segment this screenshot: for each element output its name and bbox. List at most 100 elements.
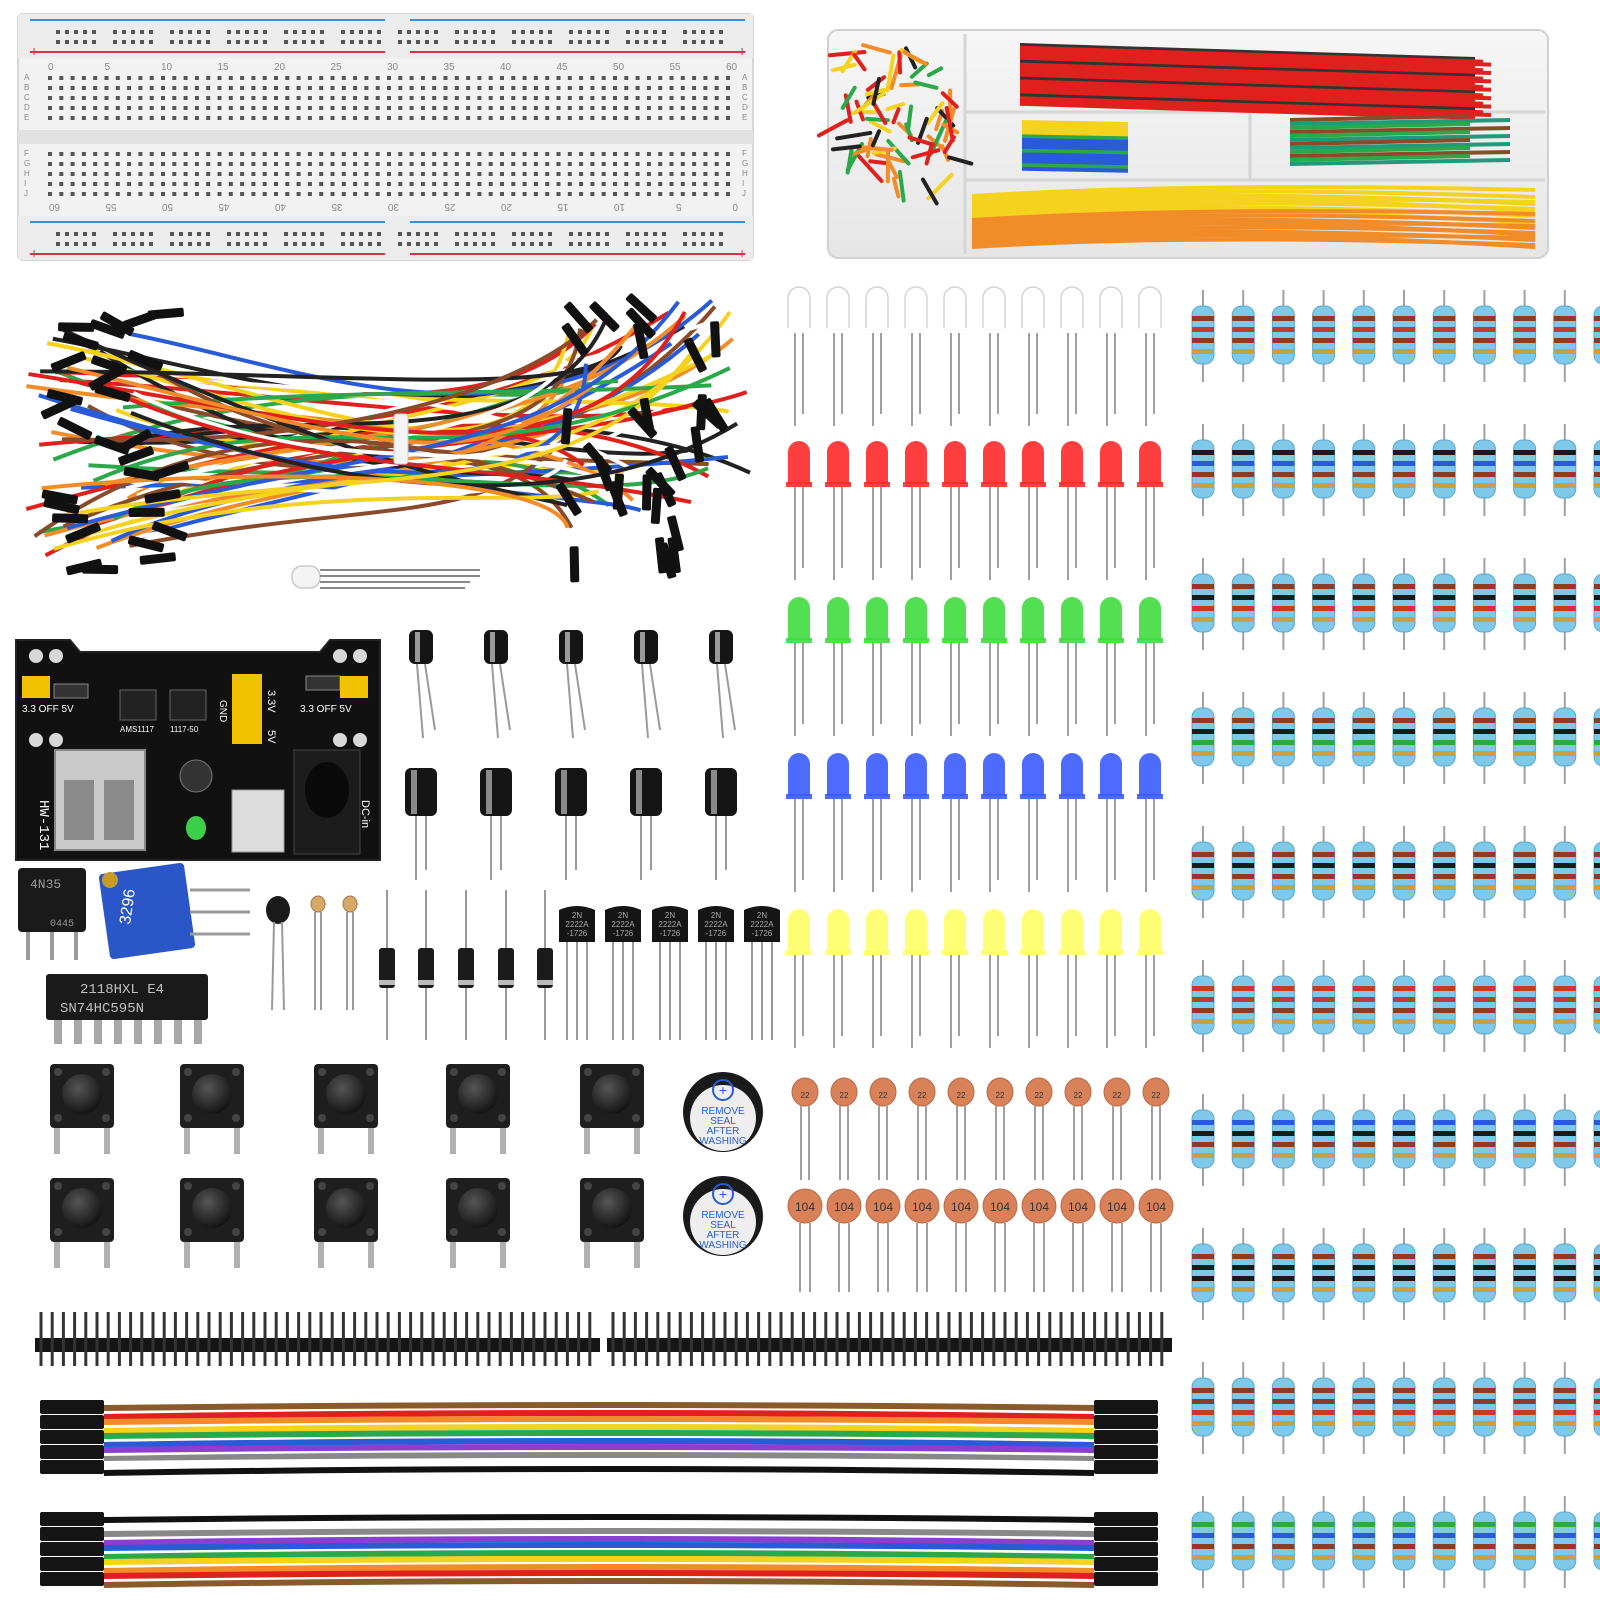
ic-pins <box>54 1020 202 1044</box>
ribbon-wire <box>103 1578 1095 1588</box>
column-number: 30 <box>387 62 399 73</box>
led <box>1022 597 1044 640</box>
transistor-marking: -1726 <box>567 929 588 938</box>
long-jumper <box>1019 51 1476 70</box>
long-jumper <box>1019 96 1484 115</box>
ceramic-capacitor-large <box>787 1188 823 1224</box>
row-letter: A <box>742 73 748 82</box>
resistor-grid <box>1191 290 1600 1588</box>
row-letter: H <box>742 169 748 178</box>
resistor <box>1231 439 1255 499</box>
transistor-marking: -1726 <box>613 929 634 938</box>
resistor <box>1352 1511 1376 1571</box>
row-letter: C <box>742 93 748 102</box>
long-jumper <box>1019 68 1476 87</box>
resistor <box>1553 841 1577 901</box>
long-jumper <box>1019 43 1476 61</box>
connector-pin <box>641 474 652 511</box>
button-cap <box>458 1074 498 1114</box>
connector-pin <box>122 310 159 330</box>
column-number: 15 <box>557 201 569 212</box>
led <box>944 753 966 796</box>
ceramic-capacitor-large <box>1060 1188 1096 1224</box>
ceramic-capacitor-small <box>908 1077 936 1107</box>
long-jumper <box>1019 45 1484 64</box>
column-number: 25 <box>444 201 456 212</box>
column-number: 10 <box>613 201 625 212</box>
connector-pin <box>664 445 687 482</box>
resistor <box>1231 1243 1255 1303</box>
short-jumper <box>891 176 901 199</box>
long-jumper <box>971 233 1536 246</box>
ceramic-capacitor-large <box>865 1188 901 1224</box>
ceramic-value: 22 <box>801 1091 810 1100</box>
dupont-connector <box>40 1512 104 1526</box>
ceramic-value: 22 <box>1035 1091 1044 1100</box>
tactile-push-buttons <box>50 1064 644 1268</box>
row-letter: C <box>24 93 30 102</box>
ceramic-capacitor-large <box>1138 1188 1174 1224</box>
mid-jumper <box>1289 146 1471 154</box>
led <box>1061 909 1083 952</box>
mid-jumper <box>1021 148 1129 155</box>
mid-jumper <box>1021 163 1129 170</box>
ceramic-capacitor-large <box>982 1188 1018 1224</box>
dupont-connector <box>40 1572 104 1586</box>
led <box>788 597 810 640</box>
long-jumper <box>1019 62 1484 81</box>
rail-plus-label: + <box>30 43 38 59</box>
mid-jumper <box>1289 130 1471 138</box>
resistor <box>1553 1511 1577 1571</box>
jumper-wire <box>92 366 731 483</box>
short-jumper <box>852 91 886 116</box>
resistor <box>1593 1511 1600 1571</box>
resistor <box>1312 707 1336 767</box>
ribbon-wire <box>103 1466 1095 1476</box>
thermistor <box>266 896 290 1011</box>
transistor-marking: 2N <box>618 911 628 920</box>
resistor <box>1513 1109 1537 1169</box>
optocoupler-bottom-label: 0445 <box>50 919 74 930</box>
resistor <box>1593 439 1600 499</box>
optocoupler-top-label: 4N35 <box>30 877 61 892</box>
ribbon-wire <box>103 1570 1095 1579</box>
resistor <box>1352 975 1376 1035</box>
long-jumper <box>1019 71 1484 89</box>
dupont-connector <box>1094 1542 1158 1556</box>
ceramic-capacitor-small <box>791 1077 819 1107</box>
resistor <box>1271 707 1295 767</box>
resistor <box>1593 573 1600 633</box>
large-capacitor <box>480 768 512 816</box>
column-number: 40 <box>274 201 286 212</box>
row-letter: D <box>742 103 748 112</box>
led <box>983 597 1005 640</box>
mid-jumper <box>1021 145 1129 152</box>
dupont-connector <box>1094 1430 1158 1444</box>
long-jumper <box>1019 59 1476 78</box>
connector-pin <box>555 482 582 516</box>
long-jumper <box>971 209 1536 222</box>
short-jumper <box>925 101 945 126</box>
mid-jumper <box>1289 138 1471 146</box>
ribbon-wire <box>103 1458 1095 1467</box>
resistor <box>1191 305 1215 365</box>
jumper-left-label: 3.3 OFF 5V <box>22 704 74 715</box>
resistor <box>1231 841 1255 901</box>
led <box>788 909 810 952</box>
buzzers: +REMOVESEALAFTERWASHING+REMOVESEALAFTERW… <box>683 1072 763 1256</box>
resistor <box>1472 1511 1496 1571</box>
resistor <box>1432 1243 1456 1303</box>
row-letter: J <box>742 189 746 198</box>
transistor-marking: 2N <box>572 911 582 920</box>
long-jumper <box>1019 48 1492 67</box>
short-jumper <box>856 144 894 152</box>
transistor <box>698 906 734 942</box>
ribbon-wire <box>103 1410 1095 1420</box>
long-jumper <box>1019 65 1492 84</box>
dupont-connector <box>1094 1512 1158 1526</box>
potentiometer-label: 3296 <box>117 888 139 926</box>
dupont-connector <box>40 1527 104 1541</box>
regulator-2-label: 1117-50 <box>170 725 199 734</box>
dupont-connector <box>40 1445 104 1459</box>
